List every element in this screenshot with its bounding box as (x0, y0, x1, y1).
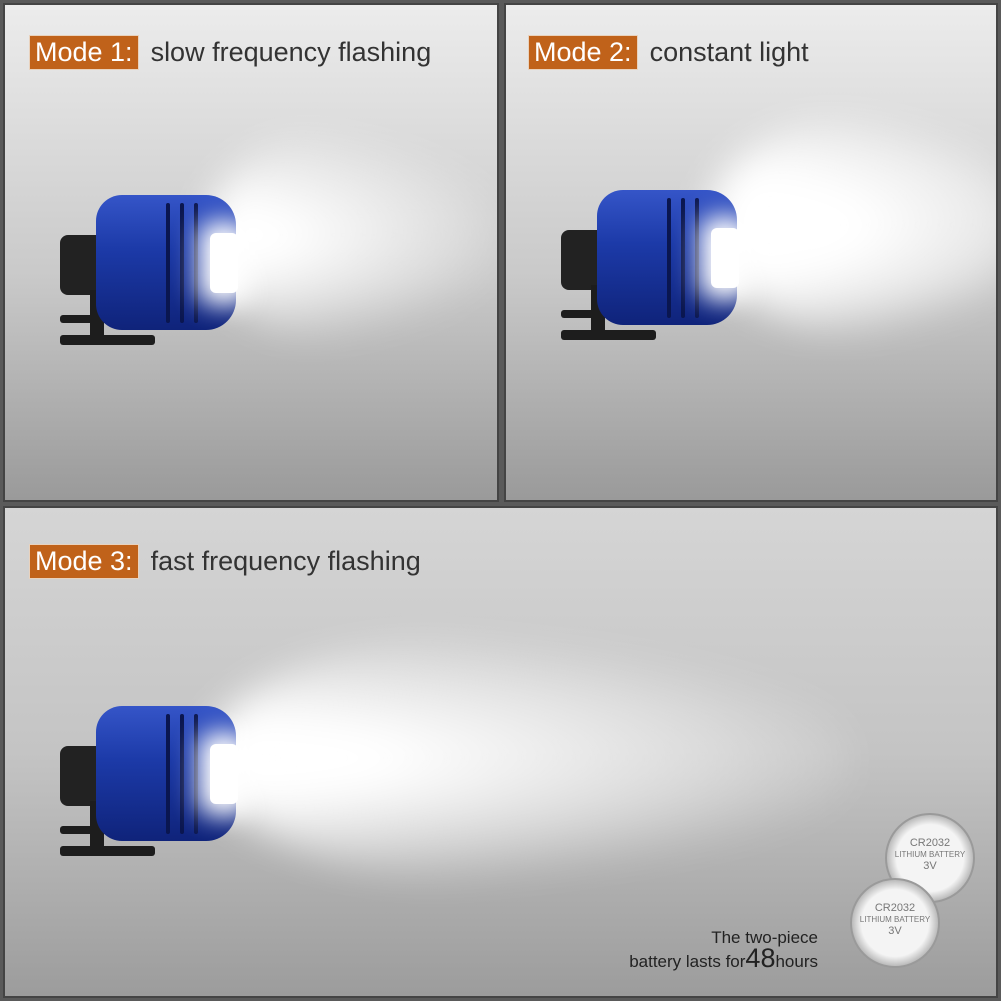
battery-hours: 48 (745, 943, 776, 973)
mode-badge: Mode 2: (528, 35, 638, 70)
mode-description: fast frequency flashing (150, 546, 421, 576)
mode-badge: Mode 1: (29, 35, 139, 70)
headlamp (561, 190, 741, 370)
battery-line-1: The two-piece (711, 928, 818, 947)
headlamp (60, 195, 240, 375)
led-icon (210, 744, 238, 804)
mode-badge: Mode 3: (29, 544, 139, 579)
mode-label: Mode 1: slow frequency flashing (29, 35, 431, 70)
battery-life-text: The two-piece battery lasts for48hours (629, 927, 818, 972)
mode-1-panel: Mode 1: slow frequency flashing (3, 3, 499, 502)
battery-hours-unit: hours (775, 952, 818, 971)
mode-description: constant light (649, 37, 809, 67)
led-icon (711, 228, 739, 288)
mode-description: slow frequency flashing (150, 37, 432, 67)
mode-label: Mode 2: constant light (528, 35, 809, 70)
mode-label: Mode 3: fast frequency flashing (29, 544, 421, 579)
mode-2-panel: Mode 2: constant light (504, 3, 998, 502)
battery-line-2: battery lasts for (629, 952, 746, 971)
led-icon (210, 233, 238, 293)
light-beam (205, 125, 497, 345)
light-beam (205, 628, 855, 888)
light-beam (706, 115, 996, 335)
headlamp (60, 706, 240, 886)
